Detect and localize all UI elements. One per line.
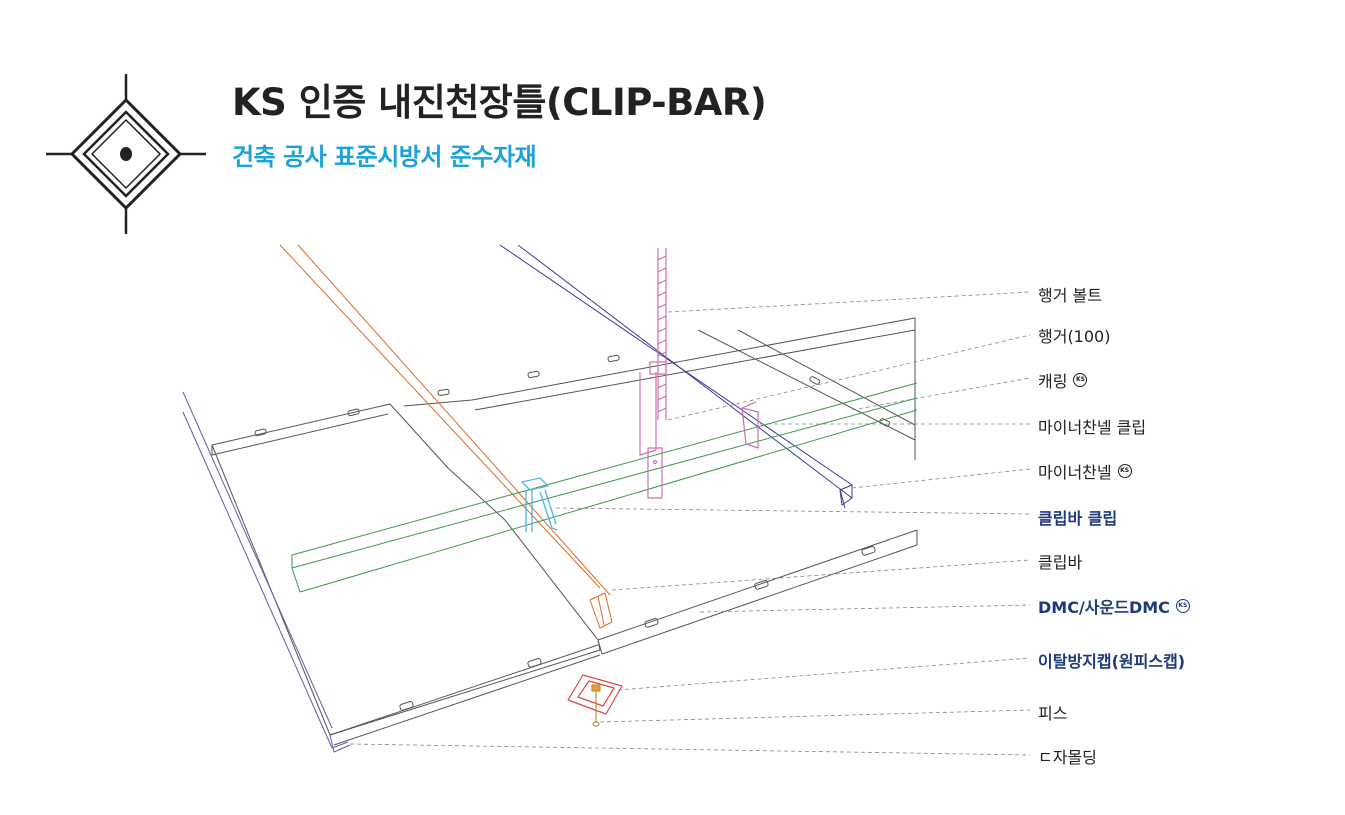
callout-minor-channel: 마이너찬넬 KS bbox=[1038, 459, 1132, 483]
clipbar-clip-part bbox=[521, 477, 558, 532]
ks-certification-icon: KS bbox=[1117, 464, 1132, 478]
callout-clipbar: 클립바 bbox=[1038, 549, 1082, 573]
callout-text: 캐링 bbox=[1038, 372, 1068, 391]
callout-carrying: 캐링 KS bbox=[1038, 368, 1088, 392]
clipbar-part bbox=[279, 244, 613, 629]
logo-emblem-icon bbox=[46, 74, 206, 234]
screw-part bbox=[591, 684, 601, 727]
callout-anti-detach-cap: 이탈방지캡(원피스캡) bbox=[1038, 648, 1185, 672]
hanger-part bbox=[639, 372, 663, 499]
callout-text: 클립바 클립 bbox=[1038, 509, 1118, 528]
ks-certification-icon: KS bbox=[1073, 373, 1088, 387]
callout-text: 행거 볼트 bbox=[1038, 286, 1102, 305]
page-subtitle: 건축 공사 표준시방서 준수자재 bbox=[232, 143, 537, 171]
callout-c-molding: ㄷ자몰딩 bbox=[1038, 744, 1097, 768]
callout-hanger-bolt: 행거 볼트 bbox=[1038, 282, 1102, 306]
hanger-bolt-part bbox=[649, 248, 667, 420]
callout-screw: 피스 bbox=[1038, 700, 1067, 724]
anti-detach-cap-part bbox=[567, 674, 623, 715]
callout-hanger: 행거(100) bbox=[1038, 323, 1110, 347]
callout-minor-channel-clip: 마이너찬넬 클립 bbox=[1038, 414, 1146, 438]
ks-certification-icon: KS bbox=[1175, 599, 1190, 613]
callout-text: ㄷ자몰딩 bbox=[1038, 748, 1097, 767]
minor-channel-part bbox=[291, 382, 918, 593]
back-panel bbox=[211, 317, 916, 736]
page-title: KS 인증 내진천장틀(CLIP-BAR) bbox=[232, 81, 767, 124]
c-molding-part bbox=[182, 391, 351, 753]
carrying-part bbox=[499, 244, 853, 509]
callout-clipbar-clip: 클립바 클립 bbox=[1038, 505, 1117, 529]
callout-dmc: DMC/사운드DMC KS bbox=[1038, 594, 1190, 618]
front-panel bbox=[329, 529, 918, 746]
callout-text: 마이너찬넬 bbox=[1038, 463, 1112, 482]
leader-lines bbox=[349, 291, 1031, 756]
callout-text: 피스 bbox=[1038, 704, 1068, 723]
callout-text: 이탈방지캡(원피스캡) bbox=[1038, 652, 1186, 671]
minor-channel-clip-part bbox=[741, 401, 759, 449]
callout-text: 마이너찬넬 클립 bbox=[1038, 418, 1147, 437]
callout-text: 클립바 bbox=[1038, 553, 1083, 572]
callout-text: DMC/사운드DMC bbox=[1038, 598, 1170, 617]
callout-text: 행거(100) bbox=[1038, 327, 1111, 346]
